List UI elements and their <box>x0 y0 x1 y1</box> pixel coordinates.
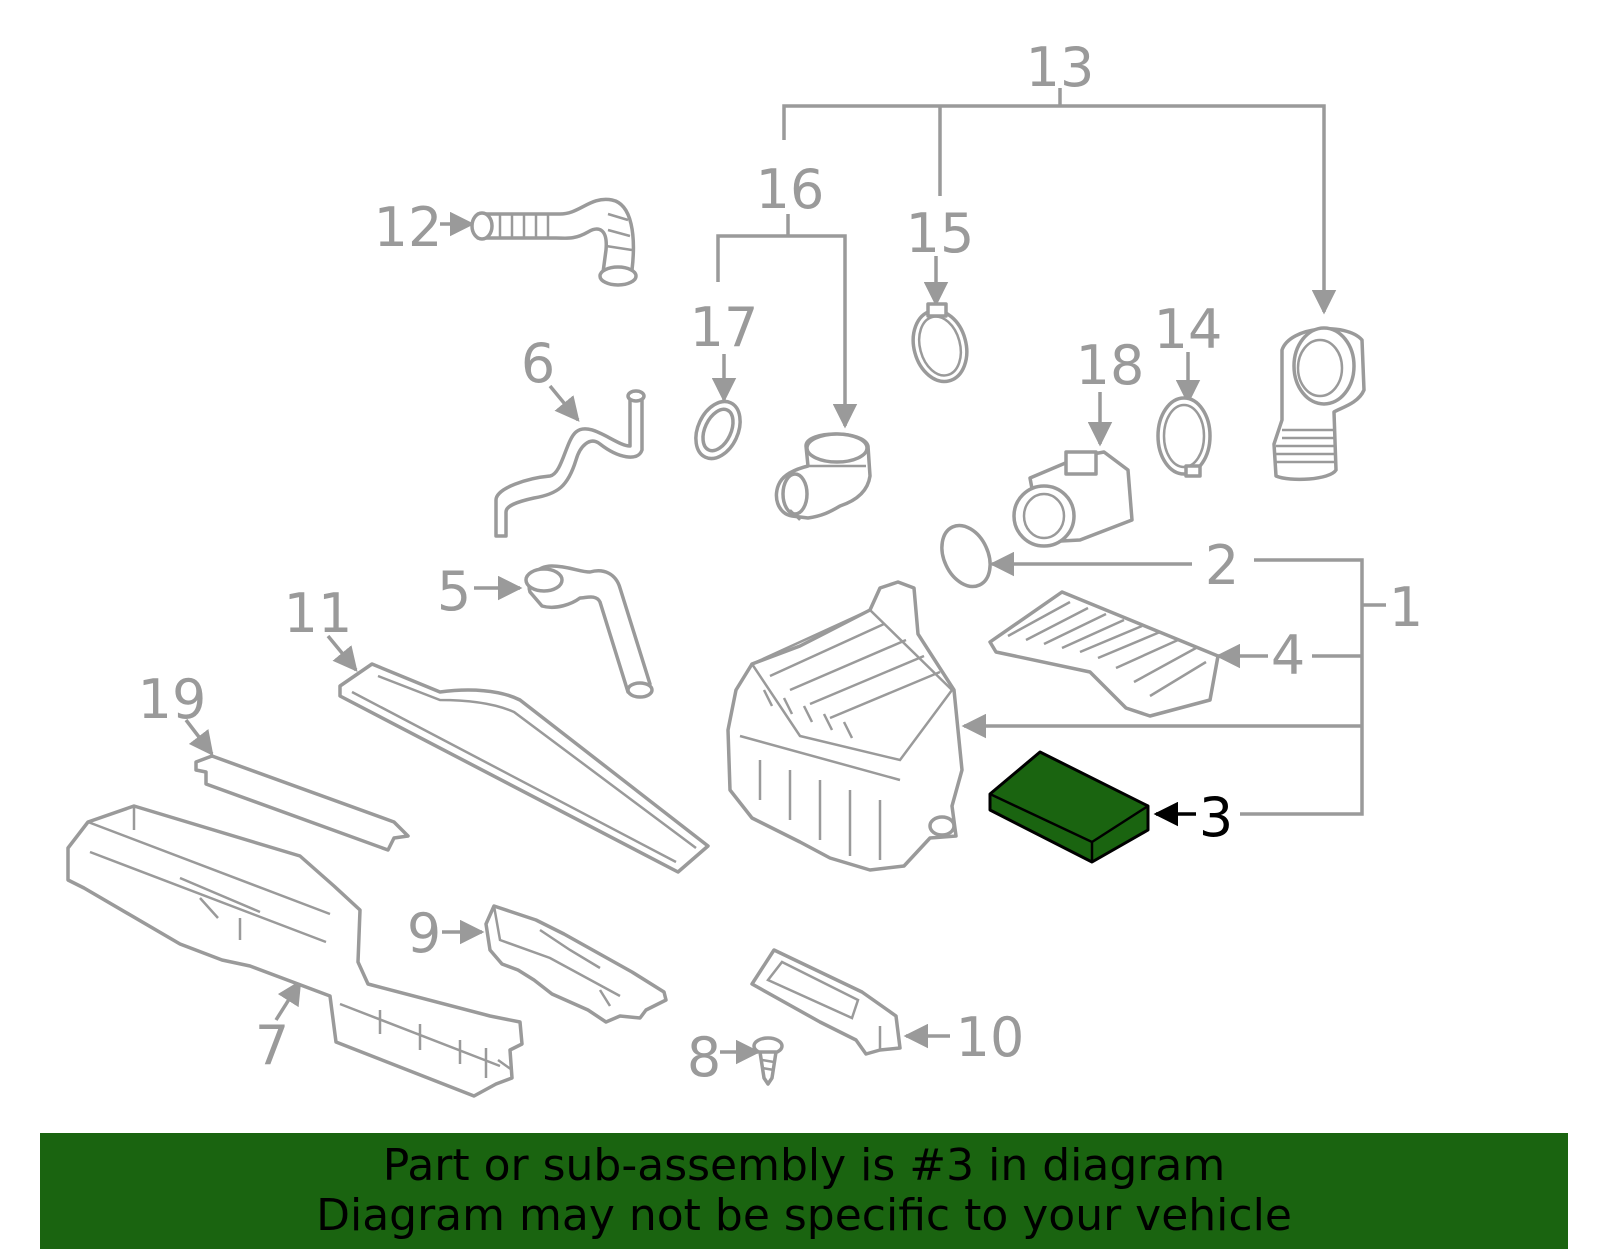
callout-9: 9 <box>407 902 441 965</box>
callout-17: 17 <box>690 296 759 359</box>
callout-labels: 13 16 15 12 17 14 18 6 2 5 1 11 4 19 3 9… <box>138 36 1424 1089</box>
callout-3-highlighted: 3 <box>1199 786 1233 849</box>
part-16-intake-elbow <box>774 432 872 521</box>
part-12-hose <box>470 197 638 287</box>
part-19-bracket <box>194 754 410 852</box>
callout-4: 4 <box>1271 624 1305 687</box>
callout-10: 10 <box>956 1006 1025 1069</box>
callout-18: 18 <box>1076 334 1145 397</box>
callout-5: 5 <box>437 560 471 623</box>
part-17-seal <box>694 399 742 461</box>
part-10-inlet-duct <box>750 948 902 1056</box>
part-8-screw <box>752 1036 784 1086</box>
banner-line-2: Diagram may not be specific to your vehi… <box>316 1190 1292 1241</box>
callout-1: 1 <box>1389 576 1423 639</box>
callout-8: 8 <box>687 1026 721 1089</box>
callout-7: 7 <box>255 1014 289 1077</box>
part-14-clamp <box>1156 396 1212 478</box>
callout-15: 15 <box>906 202 975 265</box>
part-11-seal-strip <box>338 662 710 874</box>
part-15-clamp <box>911 302 969 384</box>
banner-line-1: Part or sub-assembly is #3 in diagram <box>382 1140 1226 1191</box>
part-9-bracket <box>484 904 668 1024</box>
part-18-sensor <box>1012 450 1134 548</box>
callout-6: 6 <box>521 332 555 395</box>
part-13-intake-duct <box>1272 326 1366 482</box>
part-3-filter-highlighted <box>988 750 1150 864</box>
callout-19: 19 <box>138 668 207 731</box>
part-4-filter-element <box>988 590 1220 718</box>
callout-14: 14 <box>1154 298 1223 361</box>
callout-13: 13 <box>1026 36 1095 99</box>
part-3-body <box>988 750 1150 864</box>
callout-11: 11 <box>284 582 353 645</box>
part-5-elbow-hose <box>524 564 654 699</box>
leader-lines <box>184 88 1386 1065</box>
part-7-air-duct <box>66 804 524 1098</box>
callout-16: 16 <box>756 158 825 221</box>
callout-12: 12 <box>374 196 443 259</box>
callout-2: 2 <box>1205 534 1239 597</box>
part-6-vent-pipe <box>494 389 646 538</box>
part-1-housing <box>726 580 964 872</box>
part-2-seal <box>940 523 992 589</box>
info-banner: Part or sub-assembly is #3 in diagram Di… <box>40 1133 1568 1249</box>
